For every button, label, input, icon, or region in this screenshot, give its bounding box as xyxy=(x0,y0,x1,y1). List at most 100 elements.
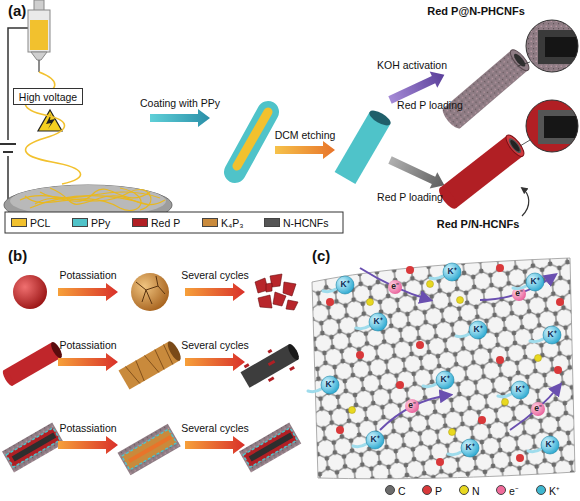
process-arrow xyxy=(185,283,245,301)
potassium-ion xyxy=(430,276,443,279)
ion-label: K⁺ xyxy=(545,440,554,449)
broken-tube xyxy=(286,342,301,361)
process-arrow xyxy=(150,109,210,127)
phosphorus-atom xyxy=(478,416,486,424)
process-arrow xyxy=(185,353,245,371)
legend-label: C xyxy=(398,486,406,497)
step-label: Coating with PPy xyxy=(140,98,220,110)
potassium-ion xyxy=(469,321,487,339)
ion-label: K⁺ xyxy=(325,380,334,389)
pulverized-fragments xyxy=(283,282,296,296)
electron xyxy=(405,399,419,413)
panel-letter: (a) xyxy=(8,3,26,20)
electron xyxy=(512,287,526,301)
legend-swatch xyxy=(72,218,88,227)
step-label: Several cycles xyxy=(181,340,249,352)
composite-tube xyxy=(118,424,181,476)
phosphorus-atom xyxy=(396,381,404,389)
syringe xyxy=(38,60,40,72)
cracked-particle xyxy=(136,276,165,304)
potassium-ion xyxy=(528,449,541,452)
coated-fiber xyxy=(235,112,268,172)
pulverized-fragments xyxy=(273,292,286,306)
legend-swatch xyxy=(202,218,218,227)
potassium-ion xyxy=(366,431,384,449)
pulverized-fragments xyxy=(255,274,298,310)
electron xyxy=(531,402,545,416)
potassium-ion xyxy=(543,326,561,344)
battery-symbol xyxy=(1,140,15,156)
legend-swatch xyxy=(132,218,148,227)
zoom-view xyxy=(518,20,580,72)
phosphorus-atom xyxy=(496,264,504,272)
potassium-ion xyxy=(423,384,436,387)
pulverized-fragments xyxy=(266,283,272,292)
step-label: Red P loading xyxy=(377,192,443,204)
process-arrow xyxy=(185,436,245,454)
ion-label: K⁺ xyxy=(530,277,539,286)
process-arrow xyxy=(386,152,448,194)
process-arrow xyxy=(386,152,448,194)
panel-letter: (c) xyxy=(312,248,330,265)
phosphorus-atom xyxy=(336,426,344,434)
syringe xyxy=(28,0,50,72)
expanded-tube xyxy=(119,339,184,389)
nitrogen-atom xyxy=(349,407,356,414)
legend-swatch xyxy=(264,218,280,227)
zoom-view xyxy=(538,30,580,64)
electron-path xyxy=(480,275,555,300)
ion-label: K⁺ xyxy=(473,325,482,334)
electron-label: e⁻ xyxy=(391,282,399,291)
electrospinning-setup xyxy=(0,0,172,225)
cracked-particle xyxy=(131,273,169,311)
ion-label: K⁺ xyxy=(373,317,382,326)
legend-swatch xyxy=(422,485,432,495)
red-p-tube xyxy=(1,340,64,387)
potassium-ion xyxy=(448,452,461,455)
phosphorus-atom xyxy=(356,351,364,359)
syringe xyxy=(31,52,47,60)
composite-tube xyxy=(118,424,181,476)
fiber-mat xyxy=(40,192,160,198)
nitrogen-atom xyxy=(367,299,374,306)
step-label: DCM etching xyxy=(275,130,336,142)
potassium-ion xyxy=(541,436,559,454)
nitrogen-atom xyxy=(457,297,464,304)
electron xyxy=(388,280,545,416)
cracked-particle xyxy=(131,273,169,311)
zoom-view xyxy=(518,62,530,66)
step-label: Several cycles xyxy=(181,423,249,435)
legend-swatch xyxy=(536,485,546,495)
nitrogen-atom xyxy=(502,399,509,406)
pulverized-fragments xyxy=(286,300,298,310)
zoom-view xyxy=(520,100,580,152)
electron-label: e⁻ xyxy=(534,404,542,413)
composite-tube xyxy=(2,423,64,473)
voltage-box: High voltage xyxy=(13,88,83,105)
potassium-ion xyxy=(526,273,544,291)
syringe xyxy=(28,10,50,52)
ion-label: K⁺ xyxy=(440,375,449,384)
legend-label: N-HCNFs xyxy=(283,218,329,229)
red-p-tube xyxy=(503,132,527,159)
red-p-tube xyxy=(436,132,527,211)
step-label: Potassiation xyxy=(59,340,116,352)
syringe xyxy=(30,20,48,50)
broken-tube xyxy=(267,349,272,354)
fiber-mat xyxy=(20,188,165,210)
red-p-tube xyxy=(1,369,15,388)
phosphorus-atom xyxy=(326,298,334,306)
potassium-ion xyxy=(308,389,321,392)
phosphorus-atom xyxy=(516,454,524,462)
potassium-ion xyxy=(353,444,366,447)
step-label: Red P loading xyxy=(397,100,463,112)
red-p-particle xyxy=(13,275,47,309)
process-arrow xyxy=(58,353,118,371)
electron-label: e⁻ xyxy=(408,401,416,410)
legend-label: P xyxy=(435,486,442,497)
red-p-tube xyxy=(509,139,522,153)
broken-tube xyxy=(268,377,275,383)
battery-symbol xyxy=(0,140,16,156)
broken-tube xyxy=(244,363,250,368)
